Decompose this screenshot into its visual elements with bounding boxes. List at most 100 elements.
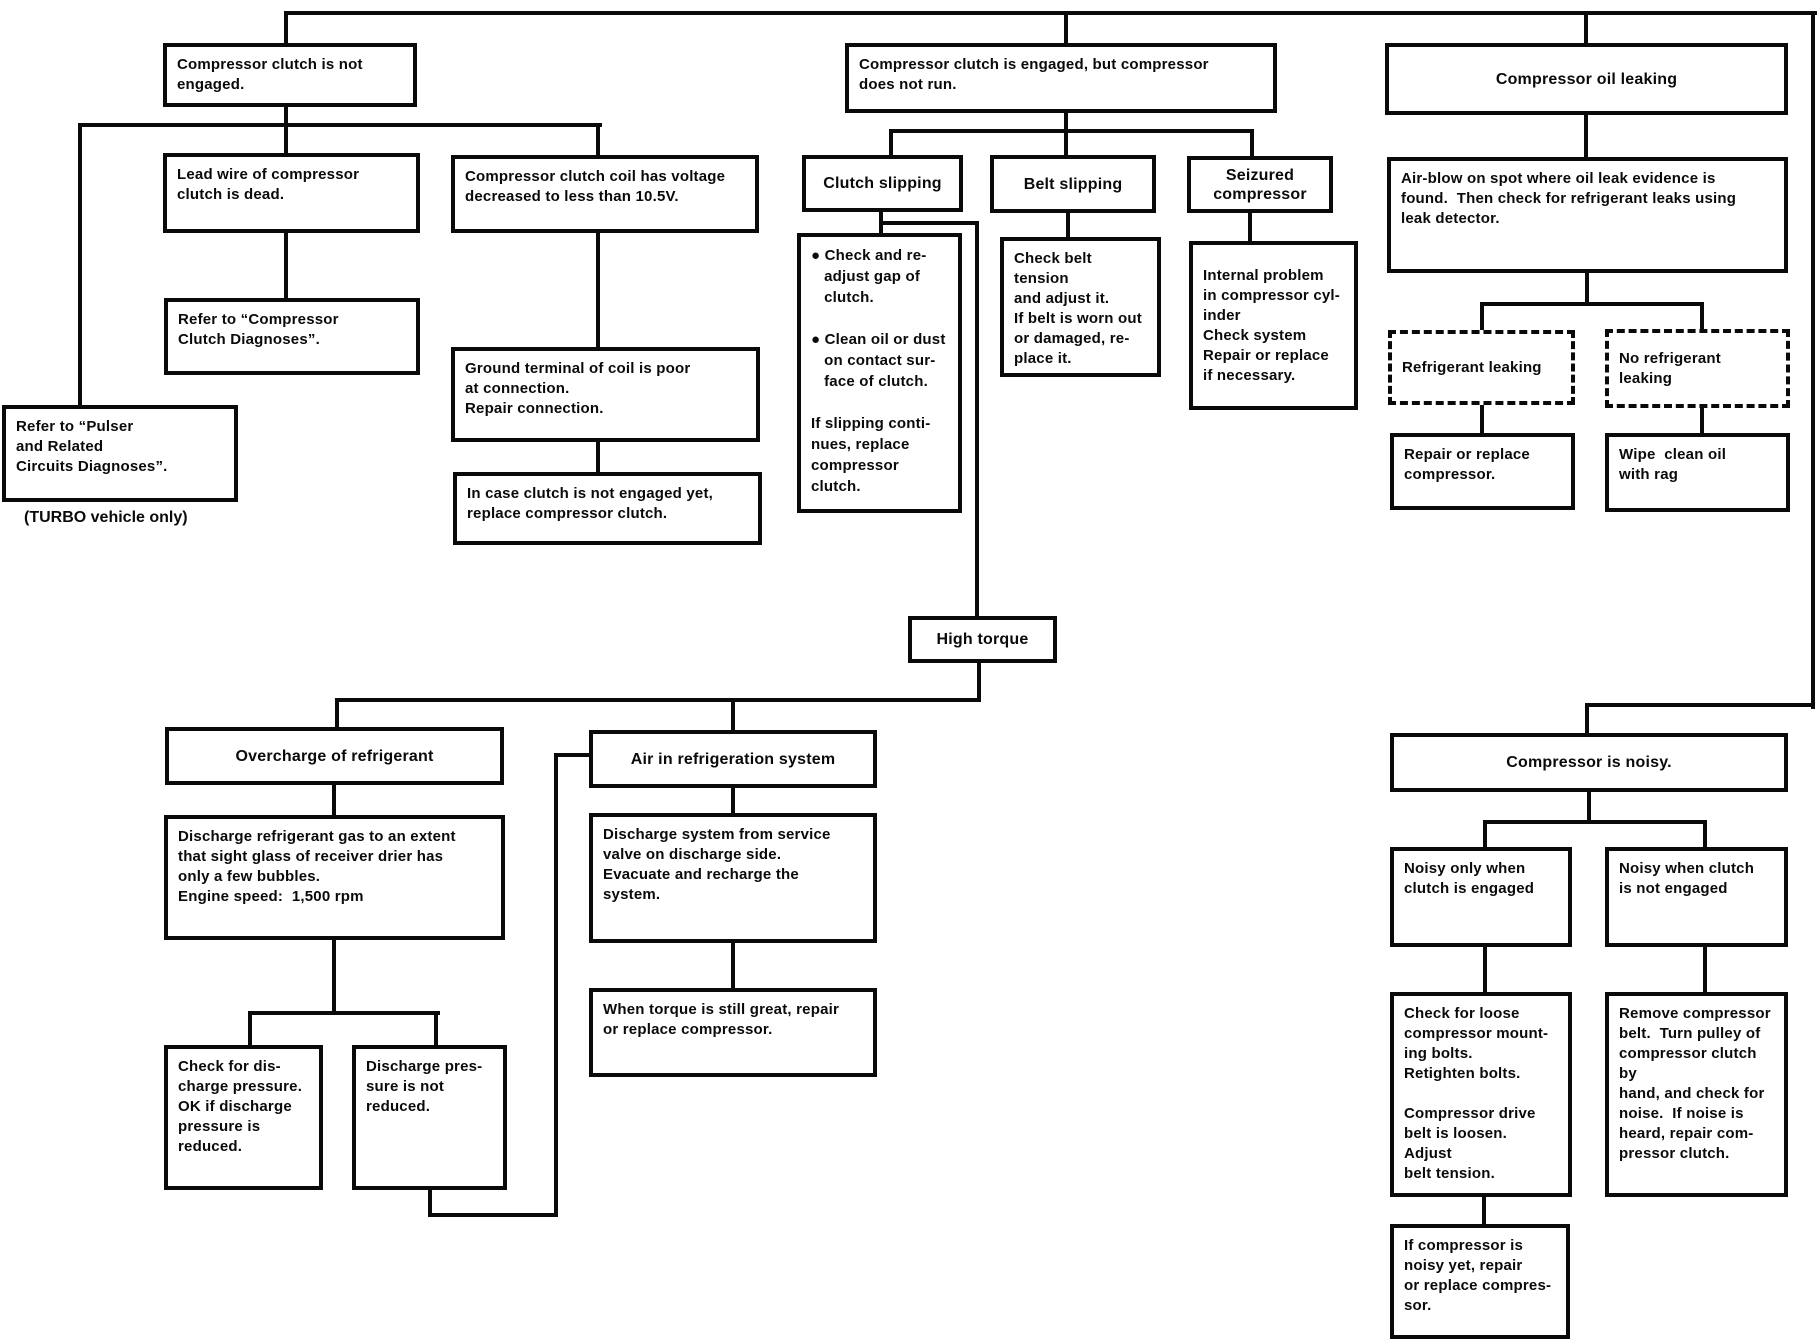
connector-line [1585, 271, 1589, 306]
node-text: Compressor clutch is engaged, but compre… [859, 56, 1209, 93]
connector-line [1703, 945, 1707, 994]
connector-line [731, 698, 735, 732]
connector-line [1482, 1195, 1486, 1226]
node-text: Refer to “Pulser and Related Circuits Di… [16, 418, 168, 475]
node-text: Noisy only when clutch is engaged [1404, 860, 1535, 897]
node-compressor-clutch-not-engaged: Compressor clutch is not engaged. [163, 43, 417, 107]
node-engaged-but-not-run: Compressor clutch is engaged, but compre… [845, 43, 1277, 113]
node-no-refrigerant-leaking: No refrigerant leaking [1605, 329, 1790, 408]
node-belt-slipping: Belt slipping [990, 155, 1156, 213]
node-refrigerant-leaking: Refrigerant leaking [1388, 330, 1575, 405]
connector-line [1584, 113, 1588, 159]
connector-line [554, 753, 595, 757]
connector-line [428, 1213, 558, 1217]
node-noisy-yet-replace: If compressor is noisy yet, repair or re… [1390, 1224, 1570, 1339]
node-air-in-refrigeration: Air in refrigeration system [589, 730, 877, 788]
node-text: Discharge refrigerant gas to an extent t… [178, 828, 456, 905]
node-text: When torque is still great, repair or re… [603, 1001, 840, 1038]
connector-line [1700, 403, 1704, 435]
connector-line [78, 123, 82, 407]
connector-line [434, 1011, 438, 1047]
node-text: Discharge system from service valve on d… [603, 826, 831, 903]
connector-line [1703, 820, 1707, 849]
node-text: Clutch slipping [823, 175, 942, 192]
node-text: Check for loose compressor mount- ing bo… [1404, 1005, 1549, 1182]
node-compressor-oil-leaking: Compressor oil leaking [1385, 43, 1788, 115]
connector-line [1480, 403, 1484, 435]
connector-line [1482, 302, 1704, 306]
connector-line [286, 11, 1817, 15]
node-discharge-refrigerant-gas: Discharge refrigerant gas to an extent t… [164, 815, 505, 940]
connector-line [554, 753, 558, 1217]
connector-line [428, 1188, 432, 1217]
node-replace-compressor-clutch: In case clutch is not engaged yet, repla… [453, 472, 762, 545]
node-coil-voltage-decreased: Compressor clutch coil has voltage decre… [451, 155, 759, 233]
node-text: Belt slipping [1023, 175, 1123, 193]
connector-line [335, 698, 339, 729]
node-text: (TURBO vehicle only) [24, 509, 188, 526]
node-lead-wire-dead: Lead wire of compressor clutch is dead. [163, 153, 420, 233]
node-text: Discharge pres- sure is not reduced. [366, 1058, 483, 1115]
connector-line [335, 698, 981, 702]
connector-line [596, 231, 600, 349]
node-check-discharge-pressure: Check for dis- charge pressure. OK if di… [164, 1045, 323, 1190]
connector-line [1483, 945, 1487, 994]
node-text: Compressor clutch is not engaged. [177, 56, 363, 93]
connector-line [1584, 11, 1588, 45]
connector-line [889, 129, 1254, 133]
node-text: Air-blow on spot where oil leak evidence… [1401, 170, 1737, 227]
node-check-loose-bolts: Check for loose compressor mount- ing bo… [1390, 992, 1572, 1197]
connector-line [1483, 820, 1487, 849]
connector-line [731, 786, 735, 815]
connector-line [1064, 129, 1068, 157]
connector-line [248, 1011, 252, 1047]
node-text: Refrigerant leaking [1402, 358, 1542, 376]
node-text: Refer to “Compressor Clutch Diagnoses”. [178, 311, 339, 348]
node-refer-clutch-diagnoses: Refer to “Compressor Clutch Diagnoses”. [164, 298, 420, 375]
connector-line [332, 938, 336, 1015]
connector-line [332, 783, 336, 817]
node-clutch-slipping: Clutch slipping [802, 155, 963, 212]
connector-line [977, 661, 981, 702]
connector-line [1587, 790, 1591, 822]
connector-line [596, 123, 600, 157]
node-pressure-not-reduced: Discharge pres- sure is not reduced. [352, 1045, 507, 1190]
node-text: Check for dis- charge pressure. OK if di… [178, 1058, 303, 1155]
node-repair-replace-compressor: Repair or replace compressor. [1390, 433, 1575, 510]
node-text: ● Check and re- adjust gap of clutch. ● … [811, 247, 946, 495]
connector-line [1585, 703, 1589, 735]
connector-line [1248, 211, 1252, 243]
node-remove-belt-check-noise: Remove compressor belt. Turn pulley of c… [1605, 992, 1788, 1197]
connector-line [284, 123, 288, 155]
node-text: In case clutch is not engaged yet, repla… [467, 485, 714, 522]
connector-line [284, 231, 288, 300]
node-text: Remove compressor belt. Turn pulley of c… [1619, 1005, 1771, 1162]
connector-line [78, 123, 602, 127]
node-seizured-compressor: Seizured compressor [1187, 156, 1333, 213]
connector-line [731, 941, 735, 990]
node-refer-pulser-diagnoses: Refer to “Pulser and Related Circuits Di… [2, 405, 238, 502]
node-wipe-clean-oil: Wipe clean oil with rag [1605, 433, 1790, 512]
node-text: Compressor clutch coil has voltage decre… [465, 168, 726, 205]
node-text: Seizured compressor [1213, 166, 1307, 203]
node-compressor-is-noisy: Compressor is noisy. [1390, 733, 1788, 792]
node-text: Compressor is noisy. [1506, 754, 1672, 771]
node-clutch-slipping-remedy: ● Check and re- adjust gap of clutch. ● … [797, 233, 962, 513]
node-text: Ground terminal of coil is poor at conne… [465, 360, 691, 417]
connector-line [284, 105, 288, 127]
node-text: Overcharge of refrigerant [235, 747, 434, 765]
node-text: Repair or replace compressor. [1404, 446, 1530, 483]
connector-line [889, 129, 893, 157]
connector-line [1811, 11, 1815, 709]
connector-line [1250, 129, 1254, 158]
node-text: Check belt tension and adjust it. If bel… [1014, 250, 1142, 367]
node-text: Wipe clean oil with rag [1619, 446, 1727, 483]
node-text: Air in refrigeration system [630, 750, 836, 768]
connector-line [1064, 111, 1068, 131]
connector-line [284, 11, 288, 45]
node-noisy-when-not-engaged: Noisy when clutch is not engaged [1605, 847, 1788, 947]
node-text: High torque [936, 631, 1029, 648]
connector-line [1480, 302, 1484, 332]
connector-line [248, 1011, 440, 1015]
node-text: Lead wire of compressor clutch is dead. [177, 166, 360, 203]
